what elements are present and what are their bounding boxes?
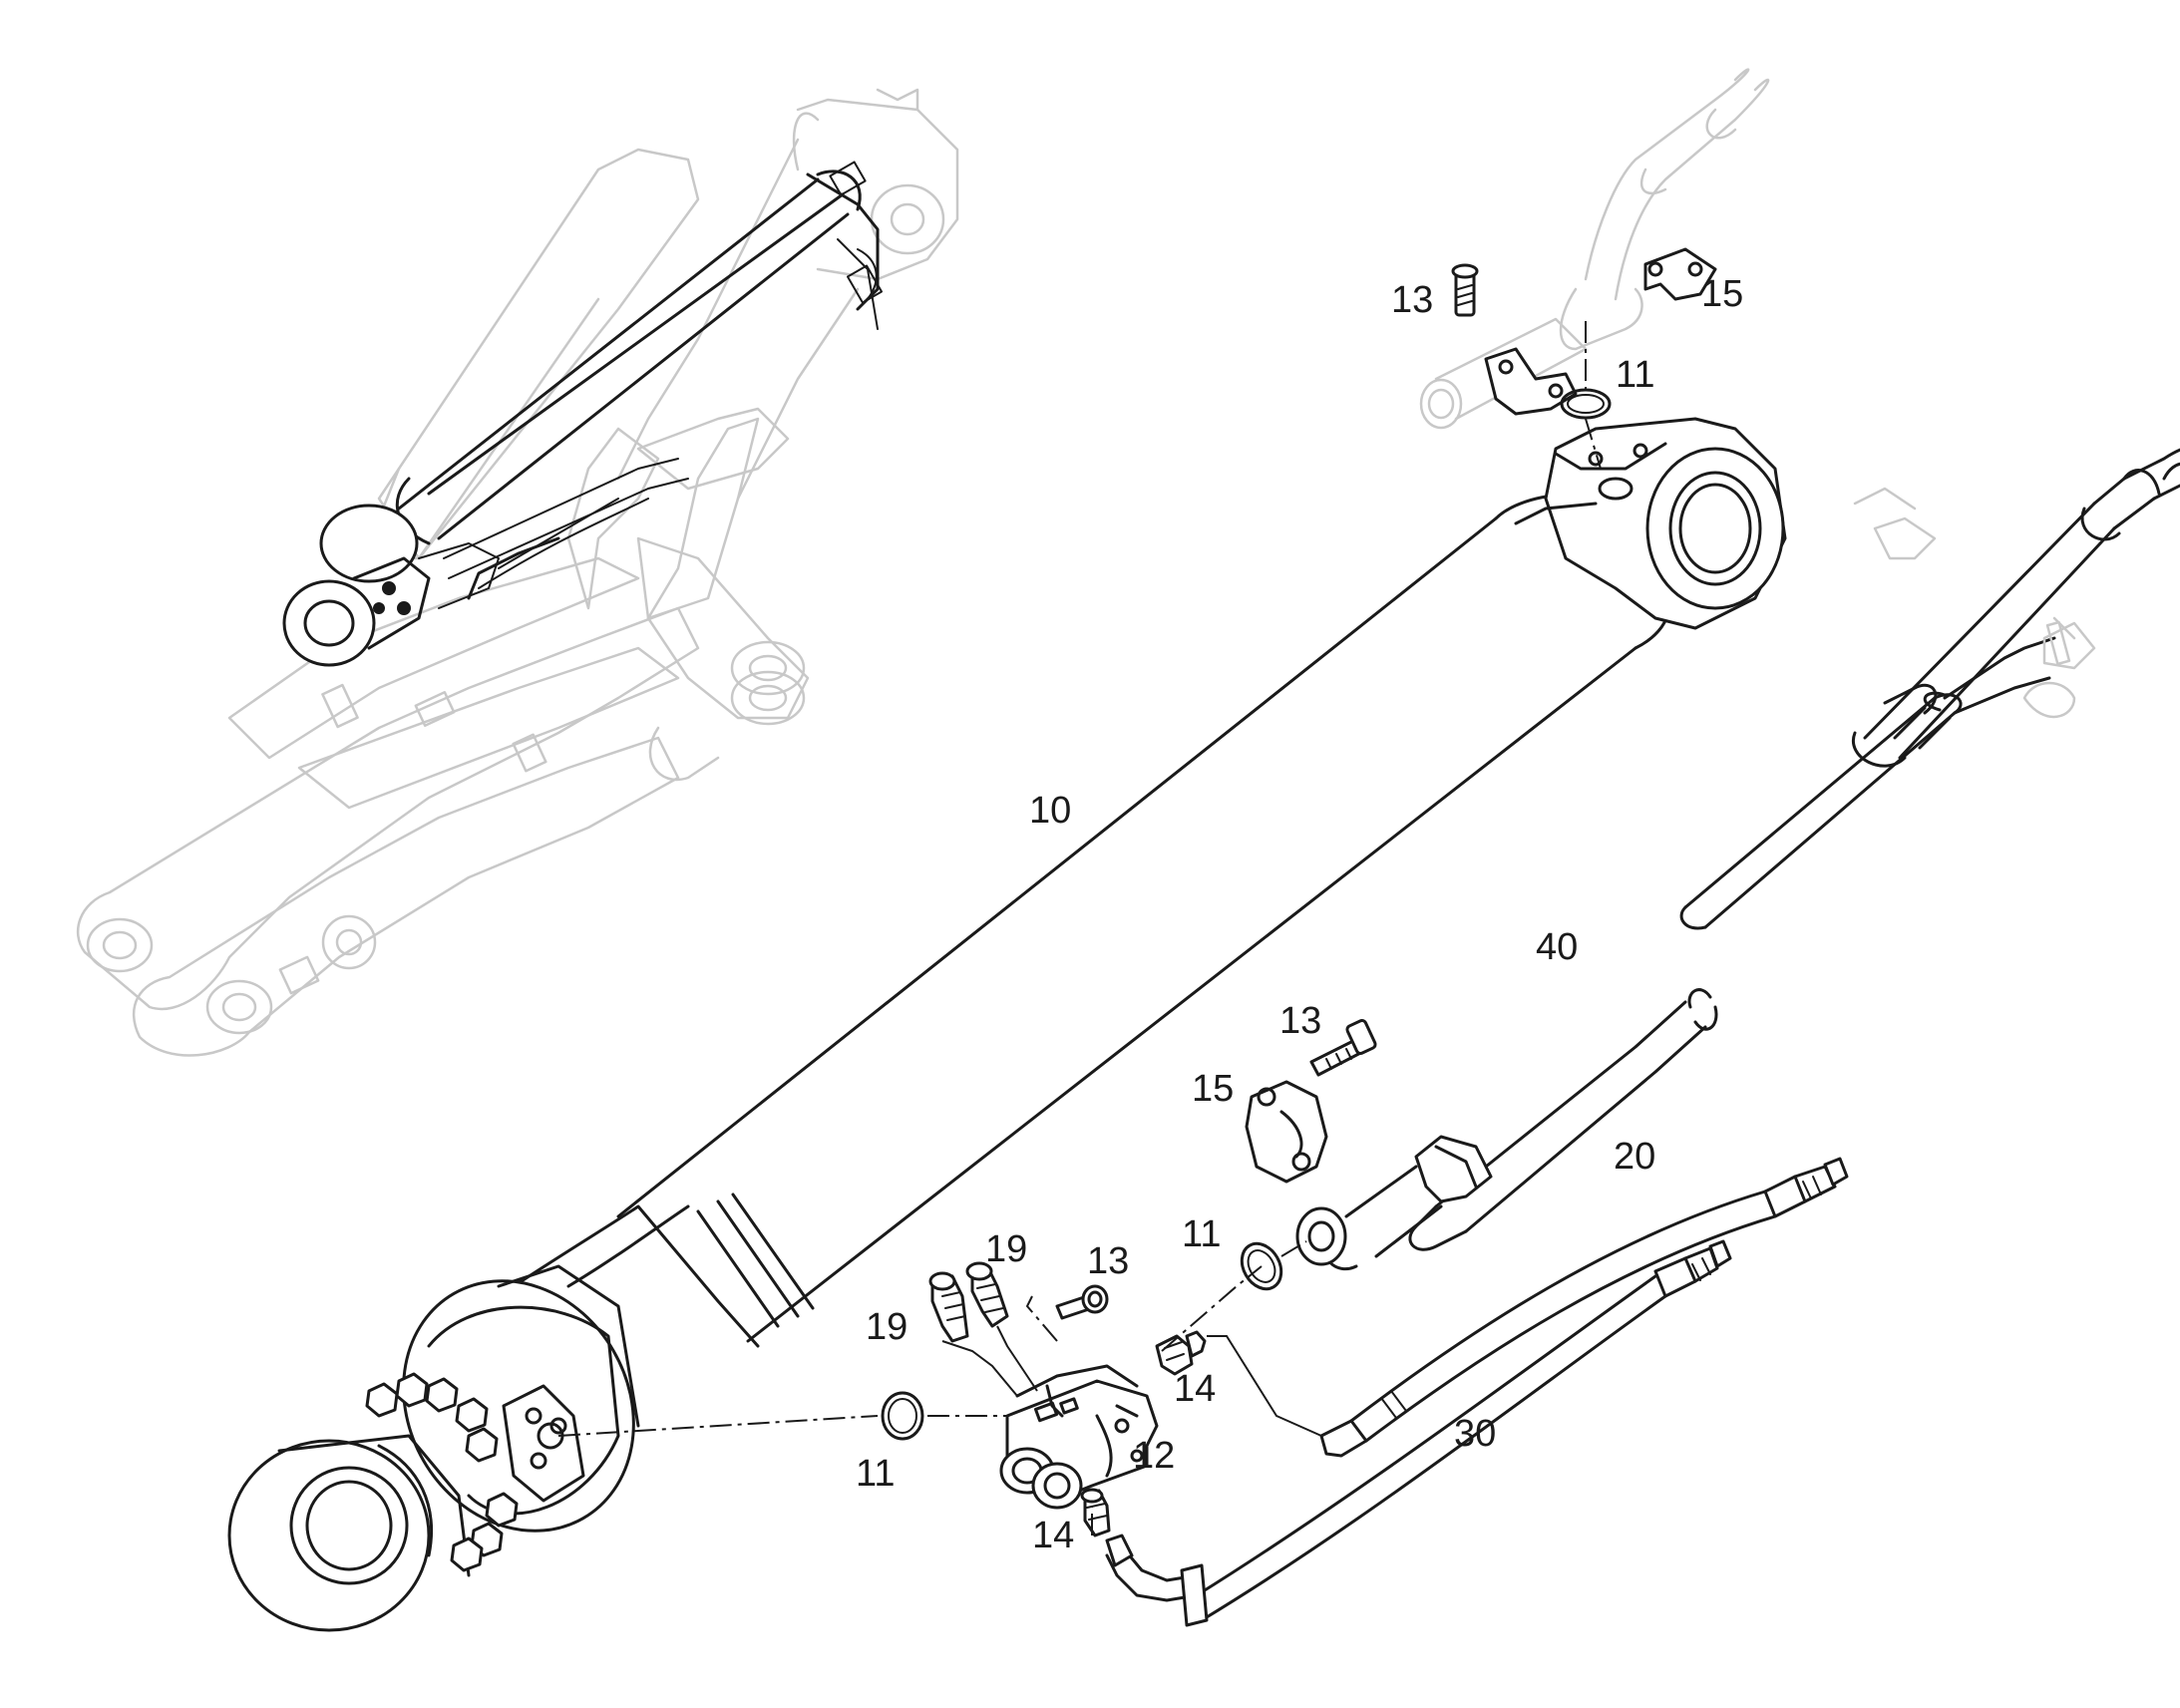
label-part-40: 40 bbox=[1536, 926, 1578, 968]
part-13-block-bolt bbox=[1055, 1284, 1109, 1320]
boom-context-illustration bbox=[76, 88, 959, 1057]
part-13-mid-bolt bbox=[1309, 1018, 1377, 1077]
flange-bolts bbox=[365, 1372, 519, 1572]
leader-lines bbox=[557, 1240, 1322, 1536]
label-part-13-mid: 13 bbox=[1279, 1000, 1321, 1042]
label-part-14-right: 14 bbox=[1174, 1368, 1216, 1410]
part-20-hose bbox=[1319, 1157, 1849, 1458]
part-40-rod-side-hose bbox=[1295, 448, 2180, 1271]
part-11-bottom-oring bbox=[881, 1391, 924, 1441]
part-11-mid-oring bbox=[1240, 1241, 1283, 1291]
label-part-13-top: 13 bbox=[1391, 279, 1433, 321]
label-part-19-right: 19 bbox=[985, 1228, 1027, 1270]
part-30-hose bbox=[1105, 1239, 1732, 1627]
part-13-top-bolt bbox=[1451, 263, 1479, 317]
label-part-11-mid: 11 bbox=[1182, 1213, 1221, 1255]
label-part-10: 10 bbox=[1029, 790, 1071, 832]
label-part-30: 30 bbox=[1454, 1413, 1496, 1455]
installed-cylinder-context bbox=[282, 161, 884, 667]
part-15-mid-clamp bbox=[1245, 1080, 1328, 1184]
part-number-labels: 10 11 11 11 12 13 13 13 14 14 15 15 19 1… bbox=[856, 273, 1743, 1556]
label-part-19-left: 19 bbox=[866, 1306, 908, 1348]
part-10-hydraulic-cylinder bbox=[227, 417, 1787, 1632]
label-part-12: 12 bbox=[1133, 1435, 1175, 1477]
label-part-15-mid: 15 bbox=[1192, 1068, 1234, 1110]
part-14-right-adapter bbox=[1155, 1330, 1207, 1376]
label-part-11-top: 11 bbox=[1616, 354, 1654, 396]
label-part-20: 20 bbox=[1614, 1136, 1655, 1178]
part-19-right-fitting bbox=[965, 1261, 1009, 1328]
part-14-bottom-adapter bbox=[1080, 1488, 1111, 1537]
top-flange-fitting-group bbox=[1419, 68, 1770, 470]
label-part-14-bottom: 14 bbox=[1032, 1515, 1074, 1556]
part-11-top-oring bbox=[1560, 388, 1612, 420]
part-19-left-fitting bbox=[928, 1271, 969, 1343]
label-part-15-top: 15 bbox=[1701, 273, 1743, 315]
part-12-valve-block bbox=[999, 1364, 1159, 1510]
label-part-11-bottom: 11 bbox=[856, 1453, 895, 1495]
label-part-13-block: 13 bbox=[1087, 1240, 1129, 1282]
